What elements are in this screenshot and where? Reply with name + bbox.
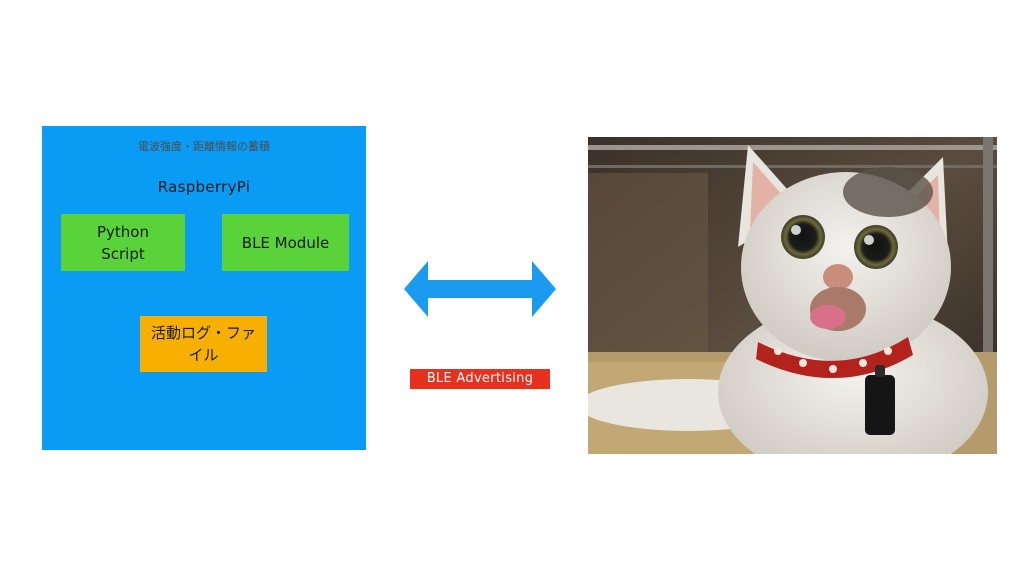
ble-module-label: BLE Module [242,232,329,254]
double-headed-arrow-icon [404,261,556,317]
python-script-box: Python Script [61,214,185,271]
ble-advertising-label: BLE Advertising [410,369,550,389]
panel-caption: 電波強度・距離情報の蓄積 [42,138,366,154]
cat-with-ble-tag-photo [588,137,997,454]
log-box-line2: イル [151,344,256,366]
python-box-line2: Script [97,243,149,265]
raspberrypi-panel: 電波強度・距離情報の蓄積 RaspberryPi Python Script B… [42,126,366,450]
ble-module-box: BLE Module [222,214,349,271]
raspberrypi-title: RaspberryPi [42,178,366,196]
python-box-line1: Python [97,221,149,243]
log-box-line1: 活動ログ・ファ [151,322,256,344]
activity-log-box: 活動ログ・ファ イル [140,316,267,372]
